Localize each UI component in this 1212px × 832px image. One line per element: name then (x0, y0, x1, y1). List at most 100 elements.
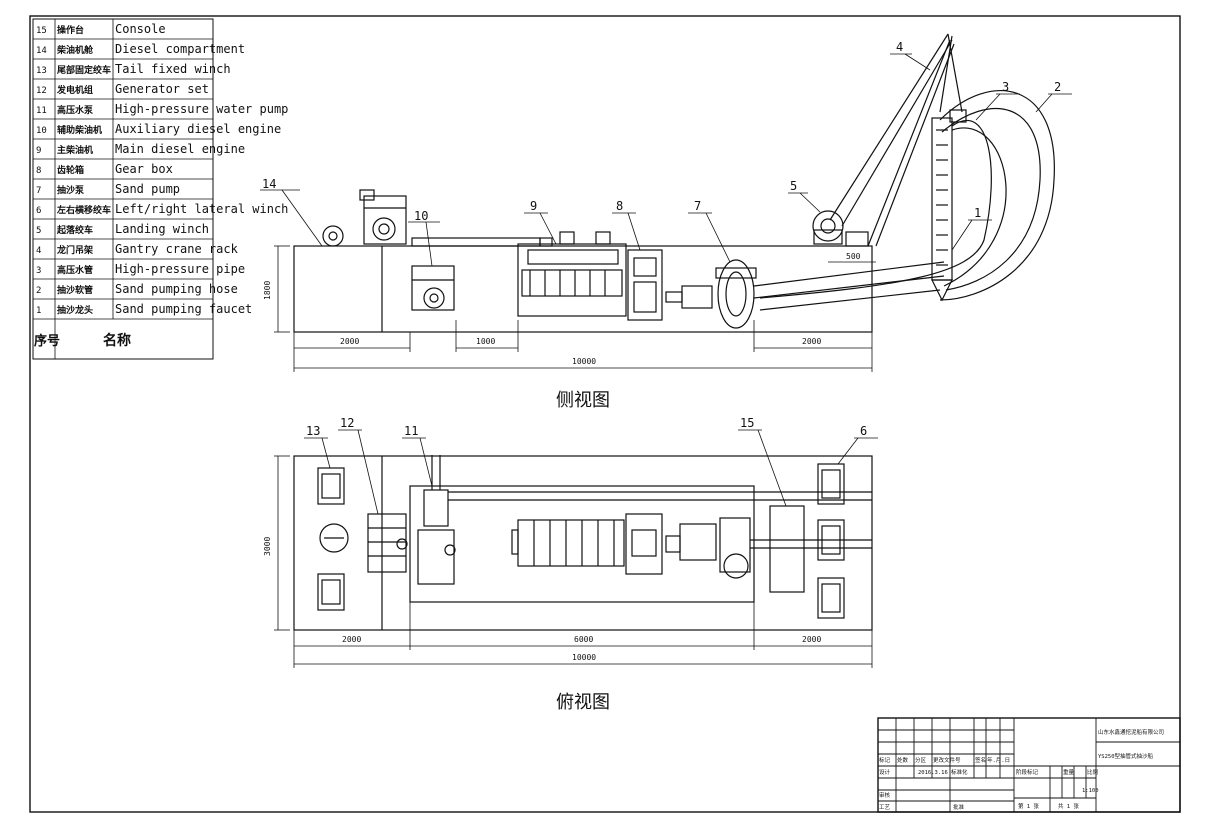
callout-14: 14 (262, 177, 276, 191)
label-design: 设计 (879, 768, 891, 776)
callout-5: 5 (790, 179, 797, 193)
sheet-no: 第 1 张 (1018, 802, 1039, 810)
callout-3: 3 (1002, 80, 1009, 94)
tail-fixed-winch-top (317, 467, 345, 505)
label-process: 工艺 (879, 804, 891, 811)
label-change-doc: 更改文件号 (933, 756, 961, 764)
title-block (877, 717, 1181, 813)
generator-set-side (363, 195, 407, 245)
part-number: 8 (36, 166, 41, 176)
part-number: 12 (36, 86, 47, 96)
part-name-cn: 起落绞车 (56, 224, 93, 236)
part-name-en: Sand pumping hose (115, 282, 238, 296)
callout-2: 2 (1054, 80, 1061, 94)
part-name-en: Sand pump (115, 182, 180, 196)
label-approve: 批准 (953, 803, 965, 811)
label-zone: 分区 (915, 756, 927, 764)
callout-6: 6 (860, 424, 867, 438)
part-number: 9 (36, 146, 41, 156)
part-name-en: Main diesel engine (115, 142, 245, 156)
gantry-crane-rack (829, 33, 949, 221)
main-deck-house (409, 485, 755, 603)
part-name-en: Diesel compartment (115, 42, 245, 56)
label-date: 年.月.日 (987, 756, 1010, 764)
side-view (260, 33, 1072, 372)
generator-set-top (367, 513, 407, 573)
part-number: 6 (36, 206, 41, 216)
gear-box-side (627, 249, 663, 321)
dim-width-top: 3000 (263, 537, 272, 556)
dim-total-top: 10000 (572, 653, 596, 662)
dim-seg-right-top: 2000 (802, 635, 821, 644)
title-block-texts: 山东水鑫通挖泥船有限公司 YS250型抽管式抽沙船 标记 处数 分区 更改文件号… (879, 728, 1164, 811)
gear-box-top (625, 513, 663, 575)
part-name-cn: 操作台 (57, 24, 84, 36)
callout-10: 10 (414, 209, 428, 223)
header-name: 名称 (103, 332, 131, 349)
dim-height-side: 1800 (263, 281, 272, 300)
callout-1: 1 (974, 206, 981, 220)
part-number: 2 (36, 286, 41, 296)
dim-seg-right-side: 2000 (802, 337, 821, 346)
dim-seg-left-top: 2000 (342, 635, 361, 644)
top-hull (293, 455, 873, 631)
callout-12: 12 (340, 416, 354, 430)
drawing-frame (29, 15, 1181, 813)
part-name-cn: 尾部固定绞车 (56, 64, 111, 76)
callout-15: 15 (740, 416, 754, 430)
callout-8: 8 (616, 199, 623, 213)
diesel-compartment-roof (411, 237, 541, 247)
tail-winch-side (322, 225, 344, 247)
lateral-winch-top (817, 463, 845, 505)
label-sign: 签名 (975, 756, 986, 764)
console-top (769, 505, 805, 593)
callout-9: 9 (530, 199, 537, 213)
part-number: 13 (36, 66, 47, 76)
part-number: 10 (36, 126, 47, 136)
part-number: 1 (36, 306, 41, 316)
top-view (274, 429, 878, 668)
dim-gantry-offset: 500 (846, 252, 861, 261)
label-stage: 阶段标记 (1016, 768, 1039, 776)
high-pressure-pipe (943, 127, 1007, 287)
part-number: 3 (36, 266, 41, 276)
part-name-cn: 齿轮箱 (57, 164, 84, 176)
part-name-cn: 抽沙龙头 (57, 304, 93, 316)
part-name-en: Console (115, 22, 166, 36)
dim-seg-left-side: 2000 (340, 337, 359, 346)
high-pressure-water-pump-top (423, 489, 449, 527)
part-name-en: Gear box (115, 162, 173, 176)
sand-pumping-faucet (931, 117, 953, 281)
part-name-cn: 高压水管 (57, 264, 93, 276)
part-name-en: Auxiliary diesel engine (115, 122, 281, 136)
part-name-en: High-pressure water pump (115, 102, 288, 116)
dim-total-side: 10000 (572, 357, 596, 366)
part-name-en: Tail fixed winch (115, 62, 231, 76)
part-name-en: Generator set (115, 82, 209, 96)
dim-seg-mid-side: 1000 (476, 337, 495, 346)
aux-diesel-engine-side (411, 265, 455, 311)
label-weight: 重量 (1063, 768, 1075, 776)
landing-winch-side (812, 210, 844, 242)
part-number: 11 (36, 106, 47, 116)
part-name-cn: 发电机组 (56, 84, 93, 96)
part-name-en: High-pressure pipe (115, 262, 245, 276)
part-name-cn: 左右横移绞车 (56, 204, 111, 216)
company-name: 山东水鑫通挖泥船有限公司 (1098, 728, 1164, 736)
header-number: 序号 (34, 333, 60, 349)
label-review: 审核 (879, 791, 891, 799)
side-hull (293, 245, 873, 333)
callout-4: 4 (896, 40, 903, 54)
part-number: 14 (36, 46, 47, 56)
callout-7: 7 (694, 199, 701, 213)
part-number: 15 (36, 26, 47, 36)
part-name-en: Landing winch (115, 222, 209, 236)
callout-11: 11 (404, 424, 418, 438)
scale-value: 1:100 (1082, 788, 1099, 794)
part-name-en: Gantry crane rack (115, 242, 239, 256)
part-name-en: Left/right lateral winch (115, 202, 288, 216)
part-name-en: Sand pumping faucet (115, 302, 252, 316)
top-view-title: 俯视图 (556, 692, 610, 713)
part-number: 5 (36, 226, 41, 236)
parts-table-border (32, 18, 214, 360)
